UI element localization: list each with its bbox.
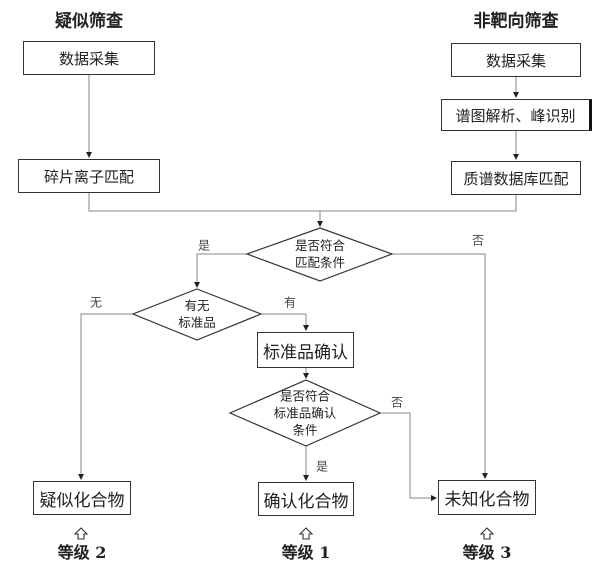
- node-label: 数据采集: [485, 51, 546, 70]
- decision-line: 标准品: [178, 315, 216, 330]
- left-column-title: 疑似筛查: [55, 11, 123, 32]
- decision-standard-text: 有无 标准品: [178, 297, 216, 331]
- level-1-up-arrow-icon: [298, 527, 314, 540]
- right-column-title: 非靶向筛查: [473, 11, 559, 32]
- decision-match-text: 是否符合 匹配条件: [295, 237, 345, 271]
- edge-standard-none: [78, 313, 133, 480]
- decision-line: 是否符合: [294, 238, 346, 253]
- node-label: 标准品确认: [263, 342, 348, 363]
- edge-label-standard-none: 无: [89, 295, 103, 310]
- edge-label-match-no: 否: [471, 233, 485, 248]
- level-label-unknown: 等级 3: [462, 543, 512, 562]
- decision-line: 是否符合: [279, 388, 331, 404]
- node-label: 数据采集: [58, 49, 119, 68]
- node-spectrum-parse-peak-id: 谱图解析、峰识别: [441, 99, 592, 131]
- node-fragment-ion-match: 碎片离子匹配: [18, 159, 160, 193]
- edge-label-confirm-no: 否: [390, 395, 404, 410]
- level-2-up-arrow-icon: [73, 527, 89, 540]
- edge-match-yes: [194, 253, 247, 288]
- node-label: 碎片离子匹配: [43, 167, 134, 186]
- edge-confirm-no: [380, 412, 437, 501]
- decision-standard-confirm-text: 是否符合 标准品确认 条件: [274, 388, 337, 439]
- decision-line: 有无: [184, 298, 210, 313]
- edge-label-match-yes: 是: [197, 238, 211, 253]
- decision-standard-shape: [131, 288, 263, 341]
- decision-standard-confirm-shape: [228, 379, 382, 447]
- decision-line: 标准品确认: [273, 405, 337, 421]
- node-suspect-compound: 疑似化合物: [33, 481, 131, 515]
- decision-line: 条件: [292, 422, 318, 438]
- node-label: 谱图解析、峰识别: [455, 106, 576, 125]
- edge-label-standard-has: 有: [283, 295, 297, 310]
- level-label-suspect: 等级 2: [57, 543, 107, 562]
- node-label: 确认化合物: [263, 491, 349, 512]
- node-unknown-compound: 未知化合物: [438, 480, 536, 515]
- node-right-data-collection: 数据采集: [451, 43, 581, 77]
- edge-left-to-merge: [88, 192, 517, 212]
- node-label: 疑似化合物: [39, 490, 125, 511]
- level-3-up-arrow-icon: [479, 527, 495, 540]
- decision-line: 匹配条件: [294, 255, 346, 270]
- node-standard-confirmation: 标准品确认: [257, 332, 354, 368]
- node-label: 未知化合物: [444, 490, 530, 510]
- decision-match-shape: [245, 227, 394, 282]
- node-confirmed-compound: 确认化合物: [258, 482, 354, 516]
- node-left-data-collection: 数据采集: [23, 41, 155, 75]
- edge-label-confirm-yes: 是: [315, 459, 329, 474]
- edge-match-no: [392, 253, 488, 479]
- level-label-confirmed: 等级 1: [281, 543, 331, 562]
- node-label: 质谱数据库匹配: [463, 169, 569, 188]
- node-ms-database-match: 质谱数据库匹配: [451, 161, 581, 195]
- edge-standard-has: [261, 313, 309, 331]
